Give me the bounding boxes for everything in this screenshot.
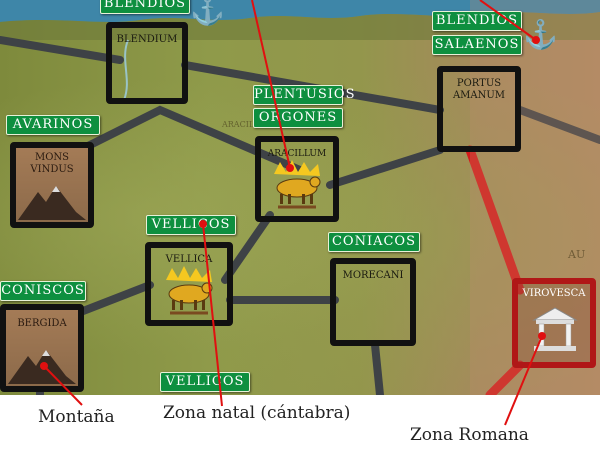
road	[371, 341, 384, 395]
pointer-line	[479, 0, 537, 41]
roman-road	[465, 145, 525, 295]
zone-virovesca[interactable]: VIROVESCA	[512, 278, 596, 368]
road	[0, 36, 124, 64]
pointer-line	[202, 223, 223, 407]
faint-map-label: ARACILLUM	[222, 120, 274, 129]
zone-name: BERGIDA	[17, 318, 67, 329]
roman-road	[485, 360, 525, 395]
zone-name: BLENDIUM	[116, 34, 178, 45]
zone-bergida[interactable]: BERGIDA	[0, 304, 84, 392]
zone-name: MONS VINDUS	[16, 152, 88, 176]
zone-name: MORECANI	[342, 270, 404, 281]
tribe-banner-avarinos: AVARINOS	[6, 115, 100, 135]
pointer-line	[504, 335, 543, 426]
tribe-banner-salaenos: SALAENOS	[432, 35, 522, 55]
anchor-icon: ⚓	[190, 0, 225, 27]
mountain-icon	[18, 186, 86, 220]
caption-montana: Montaña	[38, 407, 115, 427]
river	[123, 39, 129, 101]
tribe-banner-blendios: BLENDIOS	[100, 0, 190, 14]
zone-portus-amanum[interactable]: PORTUS AMANUM	[437, 66, 521, 152]
caption-zona-romana: Zona Romana	[410, 425, 529, 445]
tribe-banner-coniacos: CONIACOS	[328, 232, 420, 252]
tribe-banner-blendios: BLENDIOS	[432, 11, 522, 31]
caption-zona-natal: Zona natal (cántabra)	[163, 403, 351, 423]
zone-name-line: PORTUS	[456, 78, 502, 89]
faint-map-label: AU	[568, 248, 586, 261]
pointer-dot	[40, 362, 48, 370]
zone-vellica[interactable]: VELLICA	[145, 242, 233, 326]
zone-aracillum[interactable]: ARACILLUM	[255, 136, 339, 222]
pointer-line	[251, 0, 291, 169]
zone-name: VELLICA	[165, 254, 213, 265]
pointer-dot	[199, 220, 207, 228]
game-map: ARACILLUM AU ⚓ ⚓ BLENDIUM PORTUS AMANUM …	[0, 0, 600, 395]
tribe-banner-vellicos: VELLICOS	[146, 215, 236, 235]
zone-mons-vindus[interactable]: MONS VINDUS	[10, 142, 94, 228]
pointer-dot	[538, 332, 546, 340]
pointer-dot	[286, 164, 294, 172]
zone-morecani[interactable]: MORECANI	[330, 258, 416, 346]
road	[516, 106, 600, 144]
bull-emblem-icon	[274, 160, 321, 209]
zone-name-line: AMANUM	[452, 90, 506, 101]
zone-name-line: VINDUS	[30, 164, 74, 175]
tribe-banner-vellicos: VELLICOS	[160, 372, 250, 392]
pointer-dot	[532, 36, 540, 44]
zone-name: PORTUS AMANUM	[443, 78, 515, 102]
bull-emblem-icon	[166, 266, 213, 315]
tribe-banner-coniscos: CONISCOS	[0, 281, 86, 301]
coast-hills	[470, 0, 600, 395]
zone-blendium[interactable]: BLENDIUM	[106, 22, 188, 104]
zone-name: VIROVESCA	[522, 288, 586, 299]
zone-name: ARACILLUM	[267, 149, 327, 159]
pointer-line	[43, 365, 83, 406]
zone-name-line: MONS	[34, 152, 70, 163]
road	[326, 146, 444, 189]
